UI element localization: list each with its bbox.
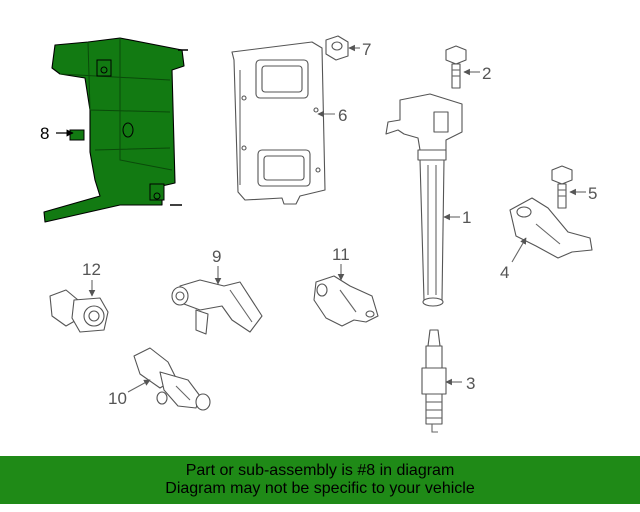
part-10-sensor[interactable] [133, 347, 211, 411]
part-6-control-module[interactable] [231, 41, 326, 205]
part-7-nut[interactable] [325, 35, 349, 61]
callout-7: 7 [362, 40, 371, 59]
banner-line-2: Diagram may not be specific to your vehi… [165, 480, 475, 497]
callout-5: 5 [588, 184, 597, 203]
callout-2: 2 [482, 64, 491, 83]
callout-4: 4 [500, 263, 509, 282]
callout-10: 10 [108, 389, 127, 408]
part-4-sensor[interactable] [509, 197, 593, 259]
callout-3: 3 [466, 374, 475, 393]
callout-1: 1 [462, 208, 471, 227]
part-3-spark-plug[interactable] [421, 329, 447, 433]
callout-12: 12 [82, 260, 101, 279]
info-banner: Part or sub-assembly is #8 in diagram Di… [0, 456, 640, 504]
part-8-bracket[interactable] [43, 37, 188, 223]
callout-6: 6 [338, 106, 347, 125]
banner-line-1: Part or sub-assembly is #8 in diagram [185, 462, 455, 479]
callout-8: 8 [40, 124, 49, 143]
part-11-sensor[interactable] [313, 275, 379, 327]
leader-4 [511, 237, 527, 263]
part-2-bolt[interactable] [445, 45, 467, 89]
part-9-cam-sensor[interactable] [171, 279, 263, 335]
part-12-sensor[interactable] [49, 289, 109, 333]
leader-10 [127, 379, 151, 393]
part-5-bolt[interactable] [551, 165, 573, 209]
parts-diagram: 8 6 7 2 1 [40, 35, 597, 433]
callout-11: 11 [332, 245, 350, 264]
callout-9: 9 [212, 247, 221, 266]
part-1-ignition-coil[interactable] [385, 93, 463, 307]
